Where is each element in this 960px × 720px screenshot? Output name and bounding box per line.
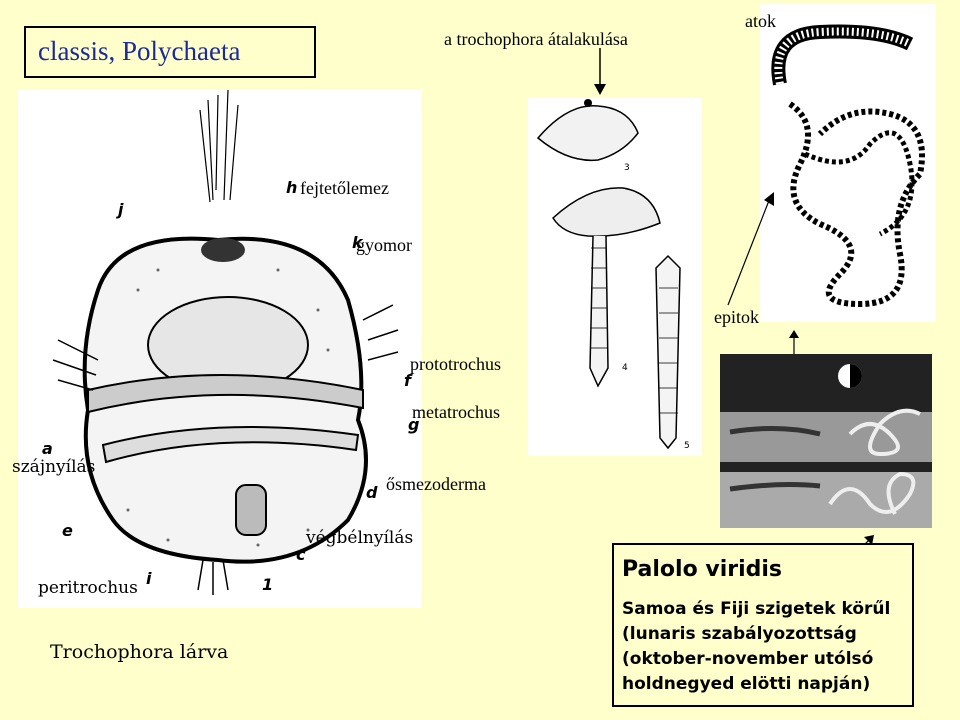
- arrow-up-icon: [789, 330, 799, 355]
- palolo-worm-illustration: [771, 24, 925, 308]
- info-line-4: holdnegyed elötti napján): [622, 674, 871, 694]
- species-name: Palolo viridis: [622, 557, 783, 582]
- label-epitok: epitok: [714, 307, 759, 327]
- larva-illustration: h j k f g d a e i c 1: [42, 90, 419, 595]
- transformation-illustration: 3 4 5: [536, 99, 690, 451]
- letter-1: 1: [262, 575, 273, 594]
- letter-a: a: [42, 439, 53, 458]
- label-vegbelnyilas: végbélnyílás: [306, 528, 414, 548]
- stage-5-number: 5: [684, 441, 690, 451]
- letter-g: g: [408, 415, 419, 434]
- label-transformation: a trochophora átalakulása: [444, 29, 628, 49]
- arrow-up-epitok-icon: [727, 192, 774, 306]
- trochophora-larva-figure: h j k f g d a e i c 1: [18, 90, 422, 608]
- letter-j: j: [115, 200, 124, 219]
- label-gyomor: gyomor: [356, 235, 412, 255]
- label-atok: atok: [745, 11, 776, 31]
- info-line-1: Samoa és Fiji szigetek körűl: [622, 599, 891, 619]
- label-fejtetolemez: fejtetőlemez: [300, 178, 389, 198]
- trochophora-transformation-figure: 3 4 5: [528, 98, 702, 456]
- info-line-3: (oktober-november utólsó: [622, 649, 874, 669]
- swarming-figure: [720, 354, 932, 528]
- letter-i: i: [146, 569, 152, 588]
- palolo-info-box: Palolo viridis Samoa és Fiji szigetek kö…: [612, 543, 914, 707]
- label-osmezoderma: ősmezoderma: [386, 474, 486, 494]
- letter-d: d: [366, 483, 378, 502]
- label-peritrochus: peritrochus: [38, 578, 138, 598]
- label-szajnyilas: szájnyílás: [12, 457, 96, 477]
- stage-4-number: 4: [622, 363, 628, 373]
- swarming-illustration: [720, 354, 932, 528]
- letter-e: e: [62, 521, 73, 540]
- letter-c: c: [296, 545, 306, 564]
- letter-k: k: [352, 233, 364, 252]
- label-larva: Trochophora lárva: [50, 641, 229, 663]
- label-prototrochus: prototrochus: [410, 354, 501, 374]
- letter-h: h: [286, 178, 297, 197]
- arrow-down-icon: [594, 48, 606, 95]
- page-title: classis, Polychaeta: [38, 36, 241, 66]
- palolo-worm-figure: [760, 4, 936, 322]
- stage-3-number: 3: [624, 163, 630, 173]
- label-metatrochus: metatrochus: [412, 402, 500, 422]
- info-line-2: (lunaris szabályozottság: [622, 624, 857, 644]
- title-box: classis, Polychaeta: [24, 26, 316, 78]
- letter-f: f: [404, 371, 413, 390]
